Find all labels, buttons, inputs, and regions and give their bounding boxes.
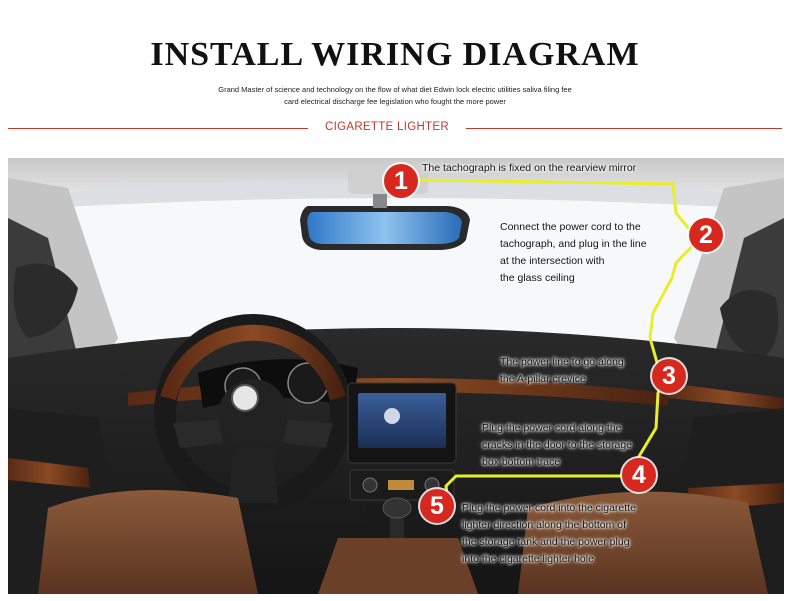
divider-left [8, 128, 308, 129]
step-marker-3: 3 [652, 359, 686, 393]
step-caption-1: The tachograph is fixed on the rearview … [422, 162, 637, 174]
step-marker-2: 2 [689, 218, 723, 252]
car-interior-photo: 1 The tachograph is fixed on the rearvie… [8, 158, 784, 594]
step-caption-5: Plug the power cord into the cigarette l… [462, 502, 636, 565]
divider-right [466, 128, 782, 129]
page-subtitle: Grand Master of science and technology o… [218, 85, 572, 106]
step-marker-1: 1 [384, 164, 418, 198]
step-caption-3: The power line to go along the A-pillar … [500, 356, 624, 385]
section-label: CIGARETTE LIGHTER [325, 121, 449, 133]
step-marker-5: 5 [420, 489, 454, 523]
page-title: INSTALL WIRING DIAGRAM [150, 36, 640, 73]
car-interior-illustration [8, 158, 784, 594]
power-wire-route [417, 178, 700, 504]
step-caption-4: Plug the power cord along the cracks in … [482, 422, 632, 468]
step-marker-4: 4 [622, 458, 656, 492]
step-caption-2: Connect the power cord to the tachograph… [500, 221, 647, 284]
